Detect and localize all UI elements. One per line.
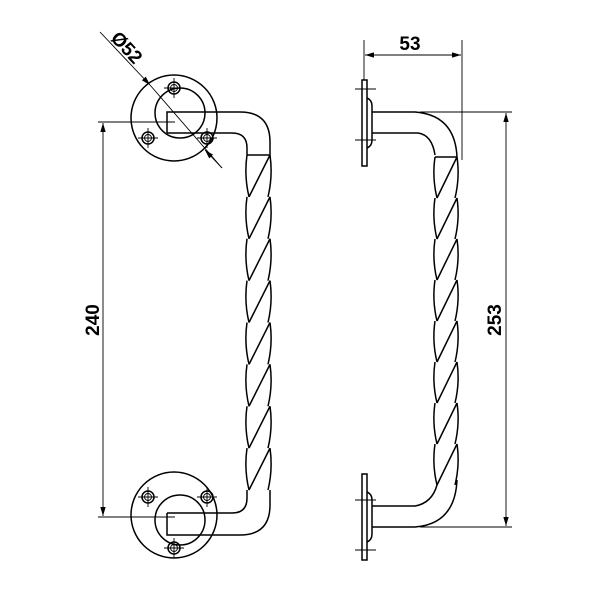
dimension-253: 253: [420, 111, 512, 528]
screw-crosshair: [138, 128, 158, 148]
twist-segment: [245, 280, 272, 323]
dimension-240: 240: [83, 121, 175, 518]
screw-crosshair: [164, 538, 184, 558]
screw-crosshair: [197, 487, 217, 507]
side-view: 53 253: [355, 34, 512, 561]
twist-segment: [245, 196, 272, 240]
bottom-plate: [355, 473, 376, 561]
side-bottom-bend: [372, 479, 458, 528]
twisted-bar: [245, 154, 272, 491]
twist-segment: [245, 364, 272, 407]
side-top-bend: [372, 111, 458, 158]
screw-holes: [138, 78, 217, 558]
projection-label: 53: [399, 34, 420, 55]
screw-crosshair: [138, 487, 158, 507]
screw-crosshair: [197, 128, 217, 148]
twist-segment: [245, 405, 272, 449]
handle-top-bend: [166, 111, 271, 156]
diameter-label: Ø52: [106, 28, 146, 69]
twist-segment: [245, 322, 272, 365]
twist-segment: [433, 402, 459, 445]
twist-segment: [433, 361, 459, 404]
dimension-53: 53: [363, 34, 463, 160]
twist-segment: [433, 443, 459, 486]
front-view: 240 Ø52: [83, 28, 272, 559]
height-label: 253: [485, 304, 506, 336]
screw-crosshair: [164, 78, 184, 98]
handle-bottom-bend: [166, 490, 271, 536]
length-label: 240: [83, 304, 104, 336]
twist-segment: [245, 154, 272, 198]
twist-segment: [433, 197, 459, 240]
dimension-diameter: Ø52: [99, 28, 223, 169]
twist-segment: [433, 320, 459, 363]
twist-segment: [245, 238, 272, 281]
twist-segment: [433, 238, 459, 281]
twist-segment: [433, 156, 459, 199]
top-plate: [355, 79, 376, 167]
side-twisted-bar: [433, 156, 459, 486]
twist-segment: [245, 447, 272, 491]
twist-segment: [433, 279, 459, 322]
